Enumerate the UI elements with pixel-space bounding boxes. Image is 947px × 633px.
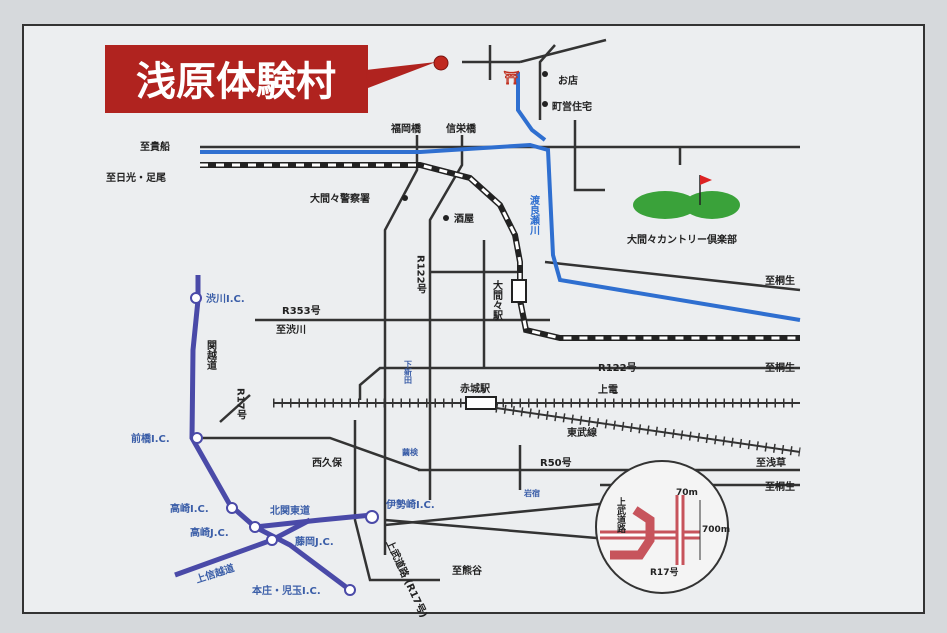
label-fukuoka-bridge: 福岡橋 — [390, 122, 422, 135]
inset-detail — [595, 460, 729, 594]
label-takasaki-jc: 高崎J.C. — [190, 526, 229, 539]
label-r17: R17号 — [235, 388, 247, 420]
road-r122-south — [383, 135, 419, 555]
road-r17 — [200, 436, 421, 472]
destination-marker-icon — [433, 55, 449, 71]
omama-station-icon — [511, 279, 527, 303]
housing-dot-icon — [542, 101, 548, 107]
label-maebashi-ic: 前橋I.C. — [131, 432, 170, 445]
label-store: お店 — [558, 74, 578, 87]
label-r122: R122号 — [598, 362, 637, 374]
label-to-kiryu-2: 至桐生 — [765, 361, 795, 374]
road-joubu — [353, 420, 440, 582]
road-ne — [519, 38, 607, 64]
shrine-icon: ⛩ — [503, 70, 520, 86]
sake-dot-icon — [443, 215, 449, 221]
label-to-kiryu-3: 至桐生 — [765, 480, 795, 493]
kitakanto-expressway — [254, 512, 373, 530]
title-pointer — [366, 62, 436, 88]
label-kitakanto: 北関東道 — [270, 504, 310, 517]
label-to-kiryu-1: 至桐生 — [765, 274, 795, 287]
label-to-nikko-ashio: 至日光・足尾 — [106, 171, 166, 184]
label-shimoshinden: 下新田 — [404, 360, 413, 385]
label-inset-70m: 70m — [676, 488, 698, 498]
river-north — [516, 72, 547, 142]
joden-railway — [273, 396, 800, 410]
maebashi-ic-icon — [191, 432, 203, 444]
takasaki-ic-icon — [226, 502, 238, 514]
road-east-branch — [573, 120, 605, 192]
inset-leader-lower — [384, 498, 641, 527]
road-to-kiryu-1 — [544, 260, 801, 292]
label-joden: 上電 — [598, 383, 618, 396]
title-background — [105, 45, 368, 113]
label-shibukawa-ic: 渋川I.C. — [206, 292, 245, 305]
store-dot-icon — [542, 71, 548, 77]
fujioka-jc-icon — [266, 534, 278, 546]
road-r17-branch — [219, 394, 251, 423]
label-inset-r17: R17号 — [650, 567, 678, 578]
kanetsu-expressway — [189, 275, 352, 592]
label-inset-700m: 700m — [702, 525, 730, 535]
label-isesaki-ic: 伊勢崎I.C. — [385, 498, 435, 511]
akagi-station-icon — [465, 396, 497, 410]
inset-leader-upper — [384, 518, 621, 542]
label-takasaki-ic: 高崎I.C. — [170, 502, 209, 515]
label-to-asakusa: 至浅草 — [756, 456, 786, 469]
label-r353: R353号 — [282, 305, 321, 317]
label-police: 大間々警察署 — [310, 192, 370, 205]
label-to-shibukawa: 至渋川 — [276, 323, 306, 336]
tobu-railway — [495, 403, 801, 457]
label-machi-housing: 町営住宅 — [552, 100, 592, 113]
label-shinei-bridge: 信栄橋 — [446, 122, 477, 135]
label-watarase-river: 渡良瀬川 — [528, 194, 541, 236]
label-iwajuku: 岩宿 — [523, 488, 540, 498]
road-r122-east — [358, 366, 800, 400]
label-honjo-ic: 本庄・児玉I.C. — [252, 584, 321, 597]
label-inset-joubu: 上武道路 — [615, 496, 626, 534]
label-omama-station: 大間々駅 — [491, 279, 504, 321]
label-akagi-station: 赤城駅 — [460, 382, 491, 395]
shibukawa-ic-icon — [190, 292, 202, 304]
police-dot-icon — [402, 195, 408, 201]
label-sake: 酒屋 — [454, 212, 474, 225]
label-to-kifune: 至貴船 — [140, 140, 170, 153]
isesaki-ic-icon — [365, 510, 379, 524]
watarase-river — [200, 72, 801, 322]
label-to-kumagaya: 至熊谷 — [452, 564, 483, 577]
label-r50: R50号 — [540, 457, 572, 469]
interchanges — [190, 292, 379, 596]
takasaki-jc-icon — [249, 521, 261, 533]
map-title: 浅原体験村 — [136, 59, 336, 105]
label-fujioka-jc: 藤岡J.C. — [295, 535, 334, 548]
label-r122-vertical: R122号 — [415, 255, 427, 294]
golf-course-icon — [633, 175, 740, 219]
road-store — [538, 44, 556, 120]
label-mayuken: 繭検 — [402, 447, 419, 457]
label-country-club: 大間々カントリー倶楽部 — [627, 233, 737, 246]
watarase-railway — [200, 162, 800, 341]
river-main — [200, 142, 801, 322]
honjo-ic-icon — [344, 584, 356, 596]
label-kanetsu: 関越道 — [205, 340, 218, 371]
label-tobu: 東武線 — [567, 426, 597, 439]
label-nishikubo: 西久保 — [312, 456, 343, 469]
title-block: 浅原体験村 — [105, 45, 449, 113]
